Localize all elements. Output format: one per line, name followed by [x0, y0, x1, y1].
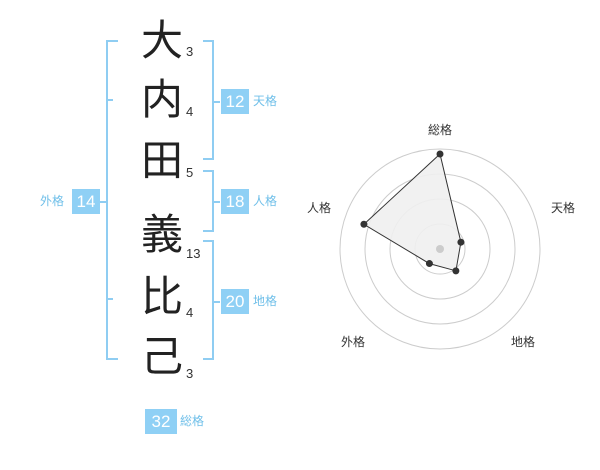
radar-area [363, 153, 462, 272]
soukaku-label: 総格 [180, 414, 205, 428]
radar-label-chikaku: 地格 [511, 334, 535, 349]
name-char-3: 田 [140, 136, 183, 185]
gaikaku-badge: 14 [72, 189, 100, 214]
radar-point-1 [436, 150, 444, 158]
stroke-count-5: 4 [186, 305, 194, 320]
tenkaku-badge: 12 [221, 89, 249, 114]
radar-label-gaikaku: 外格 [341, 334, 365, 349]
stroke-count-1: 3 [186, 44, 194, 59]
radar-ring-4 [339, 148, 541, 350]
stroke-count-6: 3 [186, 366, 194, 381]
gaikaku-label: 外格 [40, 194, 65, 208]
jinkaku-badge: 18 [221, 189, 249, 214]
radar-label-soukaku: 総格 [428, 122, 452, 137]
chikaku-label: 地格 [253, 294, 278, 308]
radar-center-dot [436, 245, 444, 253]
jinkaku-label: 人格 [253, 194, 278, 208]
radar-label-jinkaku: 人格 [307, 200, 331, 215]
soukaku-badge: 32 [145, 409, 177, 434]
radar-label-tenkaku: 天格 [551, 200, 575, 215]
name-char-4: 義 [140, 210, 183, 259]
radar-points [360, 150, 465, 275]
radar-point-2 [457, 238, 465, 246]
stroke-count-2: 4 [186, 104, 194, 119]
chikaku-badge: 20 [221, 289, 249, 314]
stroke-count-4: 13 [186, 246, 201, 261]
stroke-count-3: 5 [186, 165, 194, 180]
radar-point-3 [452, 267, 460, 275]
name-char-6: 己 [140, 332, 183, 381]
radar-point-4 [425, 260, 433, 268]
name-char-5: 比 [140, 272, 183, 321]
name-char-2: 内 [140, 75, 183, 124]
name-char-1: 大 [140, 16, 183, 65]
radar-point-5 [360, 220, 368, 228]
tenkaku-label: 天格 [253, 94, 278, 108]
